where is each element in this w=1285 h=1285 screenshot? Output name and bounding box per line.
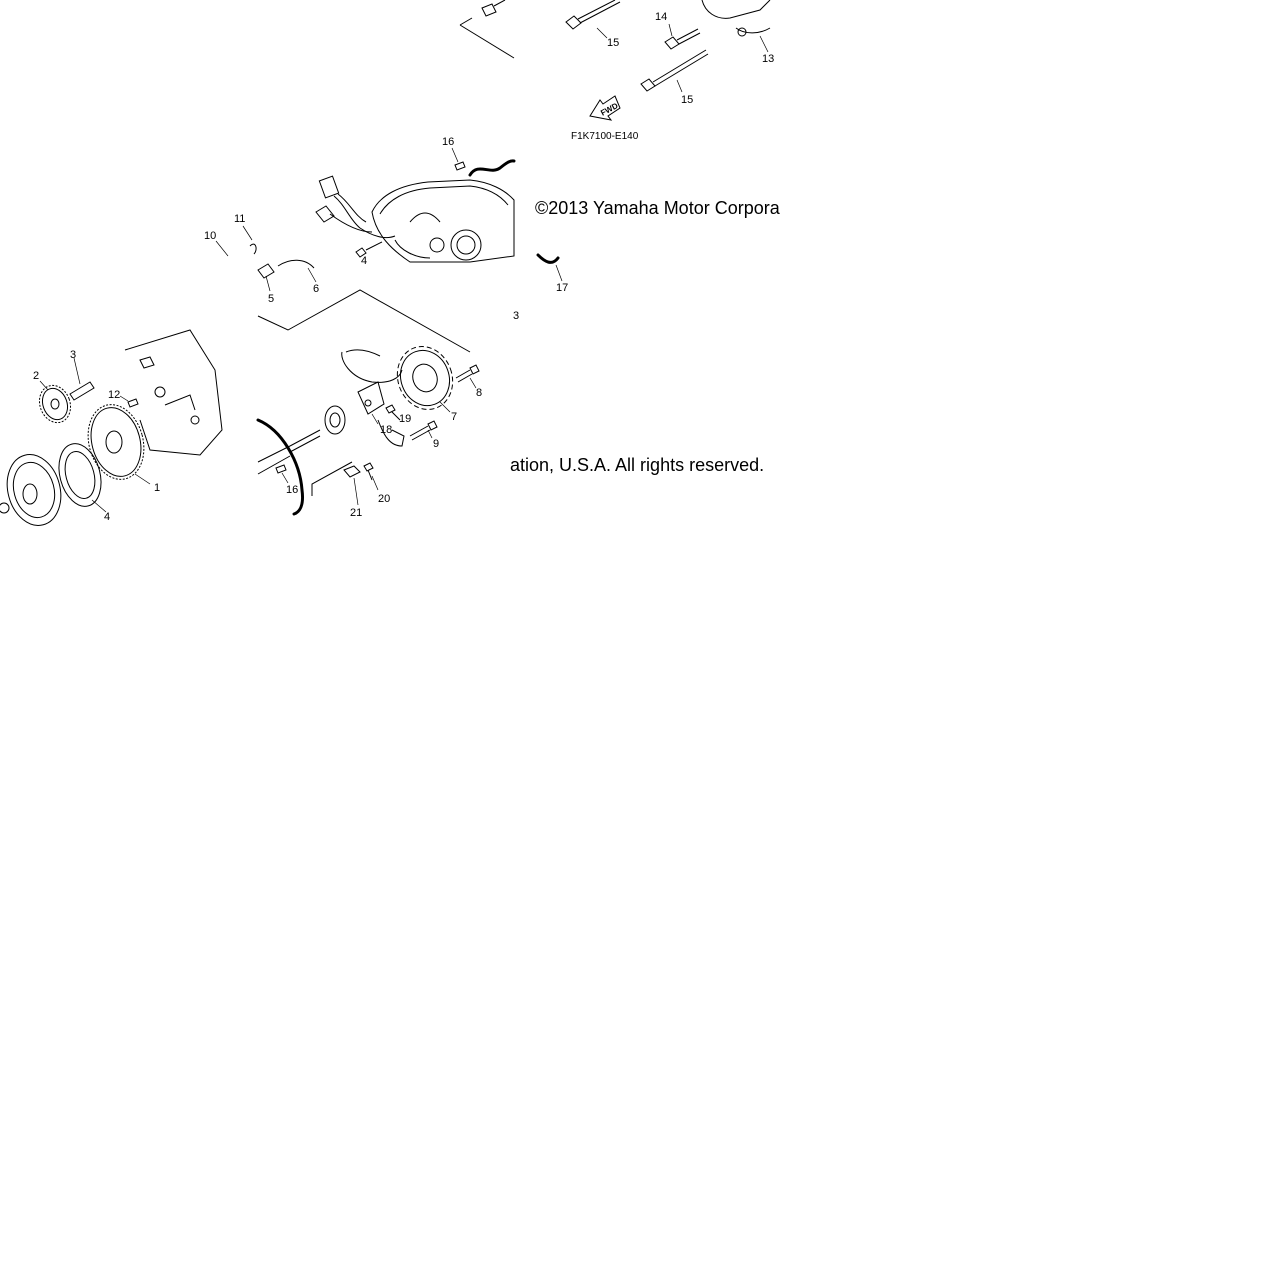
callout-19: 19 — [399, 413, 411, 425]
dowel-pin-16-lower — [275, 464, 287, 474]
pin-12 — [127, 398, 139, 408]
long-bolt-upper — [565, 0, 621, 39]
callout-5: 5 — [268, 293, 274, 305]
callout-14: 14 — [655, 11, 667, 23]
callout-7: 7 — [451, 411, 457, 423]
clamp-21 — [343, 465, 361, 478]
gasket-17-bottom — [536, 253, 560, 264]
clutch-4 — [58, 443, 107, 513]
callout-2: 2 — [33, 370, 39, 382]
callout-15: 15 — [681, 94, 693, 106]
shaft — [257, 445, 291, 463]
gear-2 — [38, 380, 72, 424]
sensor-connector — [315, 175, 396, 239]
sensor-lead — [377, 419, 405, 447]
callout-6: 6 — [313, 283, 319, 295]
drawing-code: F1K7100-E140 — [571, 131, 639, 142]
callout-16: 16 — [442, 136, 454, 148]
bolt-14 — [664, 23, 701, 50]
callout-3: 3 — [513, 310, 519, 322]
callout-10: 10 — [204, 230, 216, 242]
crankcase-left — [124, 329, 223, 456]
callout-12: 12 — [108, 389, 120, 401]
callout-4: 4 — [104, 511, 110, 523]
stator-7 — [396, 346, 454, 413]
bolt-19 — [385, 404, 401, 421]
crank-boss — [289, 405, 346, 453]
cover-13 — [701, 0, 771, 53]
callout-13: 13 — [762, 53, 774, 65]
bolt-top-left — [481, 0, 506, 17]
flywheel — [0, 454, 62, 526]
pickup-coil-18 — [357, 381, 385, 425]
bolt-5 — [257, 263, 275, 279]
copyright-text-part-2: ation, U.S.A. All rights reserved. — [510, 455, 765, 475]
bolt-4 — [355, 241, 383, 258]
gasket-large — [256, 418, 304, 516]
callout-21: 21 — [350, 507, 362, 519]
callout-18: 18 — [380, 424, 392, 436]
callout-11: 11 — [234, 213, 245, 225]
stator-wire-2 — [345, 349, 381, 357]
assembly-outline — [257, 289, 471, 353]
gasket-17-top — [468, 159, 516, 177]
crankcase-cover — [371, 179, 515, 263]
bolt-9 — [409, 420, 438, 441]
assembly-line-top — [459, 24, 515, 59]
callout-3: 3 — [70, 349, 76, 361]
gear-1 — [87, 404, 151, 485]
shaft-3 — [69, 357, 95, 401]
screw-20 — [363, 462, 374, 481]
callout-15: 15 — [607, 37, 619, 49]
long-bolt-lower — [640, 49, 709, 93]
callout-4: 4 — [361, 255, 367, 267]
bolt-8 — [455, 364, 480, 383]
seal-6 — [277, 259, 315, 269]
assembly-outline-lower — [311, 461, 353, 496]
callout-16: 16 — [286, 484, 298, 496]
dowel-pin-16-upper — [454, 161, 466, 171]
callout-20: 20 — [378, 493, 390, 505]
callout-8: 8 — [476, 387, 482, 399]
callout-9: 9 — [433, 438, 439, 450]
callout-17: 17 — [556, 282, 568, 294]
stator-wire — [341, 351, 403, 383]
copyright-text-part-1: ©2013 Yamaha Motor Corpora — [535, 198, 780, 218]
clip-11 — [249, 243, 257, 255]
callout-1: 1 — [154, 482, 160, 494]
